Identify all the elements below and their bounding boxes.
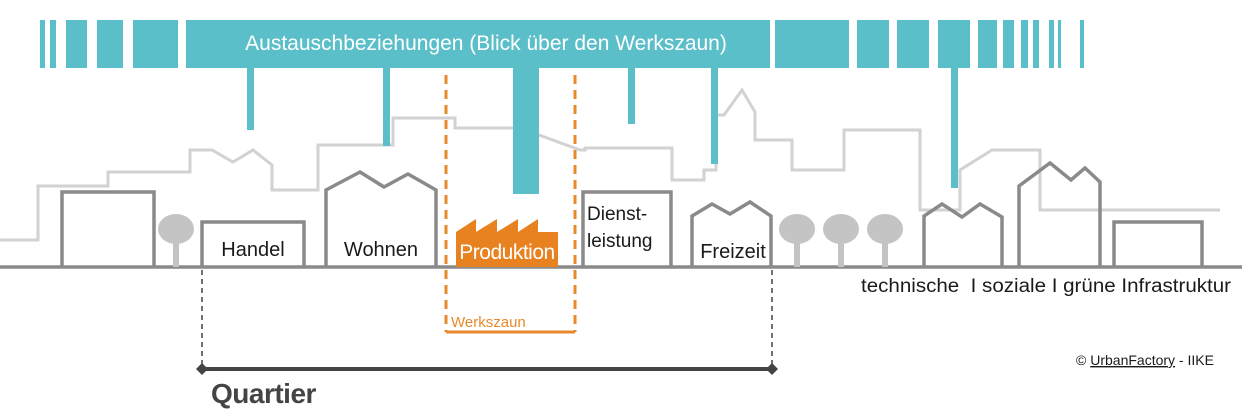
label-quartier: Quartier bbox=[211, 378, 317, 409]
label-werkszaun: Werkszaun bbox=[451, 314, 526, 331]
exchange-drop bbox=[513, 66, 539, 194]
building-handel bbox=[200, 220, 306, 267]
werkszaun-fence bbox=[444, 75, 577, 334]
quartier-bracket bbox=[196, 270, 778, 375]
building-dienstleistung bbox=[581, 190, 673, 267]
exchange-drop bbox=[383, 66, 390, 146]
label-freizeit: Freizeit bbox=[700, 241, 766, 263]
exchange-lines bbox=[247, 66, 958, 194]
tree-icon bbox=[823, 214, 859, 267]
building-right-1 bbox=[922, 201, 1004, 267]
label-dienstleistung-1: Dienst- bbox=[587, 204, 647, 225]
trees bbox=[158, 214, 903, 267]
credit-org: UrbanFactory bbox=[1090, 352, 1175, 368]
label-handel: Handel bbox=[221, 239, 284, 261]
credit: © UrbanFactory - IIKE bbox=[1076, 352, 1214, 368]
label-wohnen: Wohnen bbox=[344, 239, 418, 261]
banner-main bbox=[186, 20, 770, 68]
exchange-drop bbox=[711, 66, 718, 164]
factory-icon bbox=[456, 219, 558, 267]
building-wohnen bbox=[324, 169, 438, 267]
credit-suffix: - IIKE bbox=[1175, 352, 1214, 368]
building-left bbox=[60, 190, 156, 267]
exchange-drop bbox=[951, 66, 958, 188]
exchange-banner bbox=[40, 20, 1084, 68]
label-dienstleistung-2: leistung bbox=[587, 231, 653, 252]
tree-icon bbox=[867, 214, 903, 267]
background-skyline bbox=[0, 87, 1220, 242]
tree-icon bbox=[779, 214, 815, 267]
label-produktion: Produktion bbox=[459, 241, 554, 264]
label-infrastruktur: technische I soziale I grüne Infrastrukt… bbox=[861, 276, 1232, 297]
tree-icon bbox=[158, 214, 194, 267]
exchange-drop bbox=[628, 66, 635, 124]
buildings bbox=[60, 160, 1204, 267]
building-freizeit bbox=[690, 199, 773, 267]
building-right-3 bbox=[1112, 220, 1204, 267]
credit-prefix: © bbox=[1076, 352, 1090, 368]
bracket-end-left bbox=[196, 363, 208, 375]
exchange-drop bbox=[247, 66, 254, 130]
building-right-2 bbox=[1017, 160, 1102, 267]
bracket-end-right bbox=[766, 363, 778, 375]
banner-title: Austauschbeziehungen (Blick über den Wer… bbox=[245, 32, 727, 55]
factory-shape bbox=[456, 219, 558, 267]
